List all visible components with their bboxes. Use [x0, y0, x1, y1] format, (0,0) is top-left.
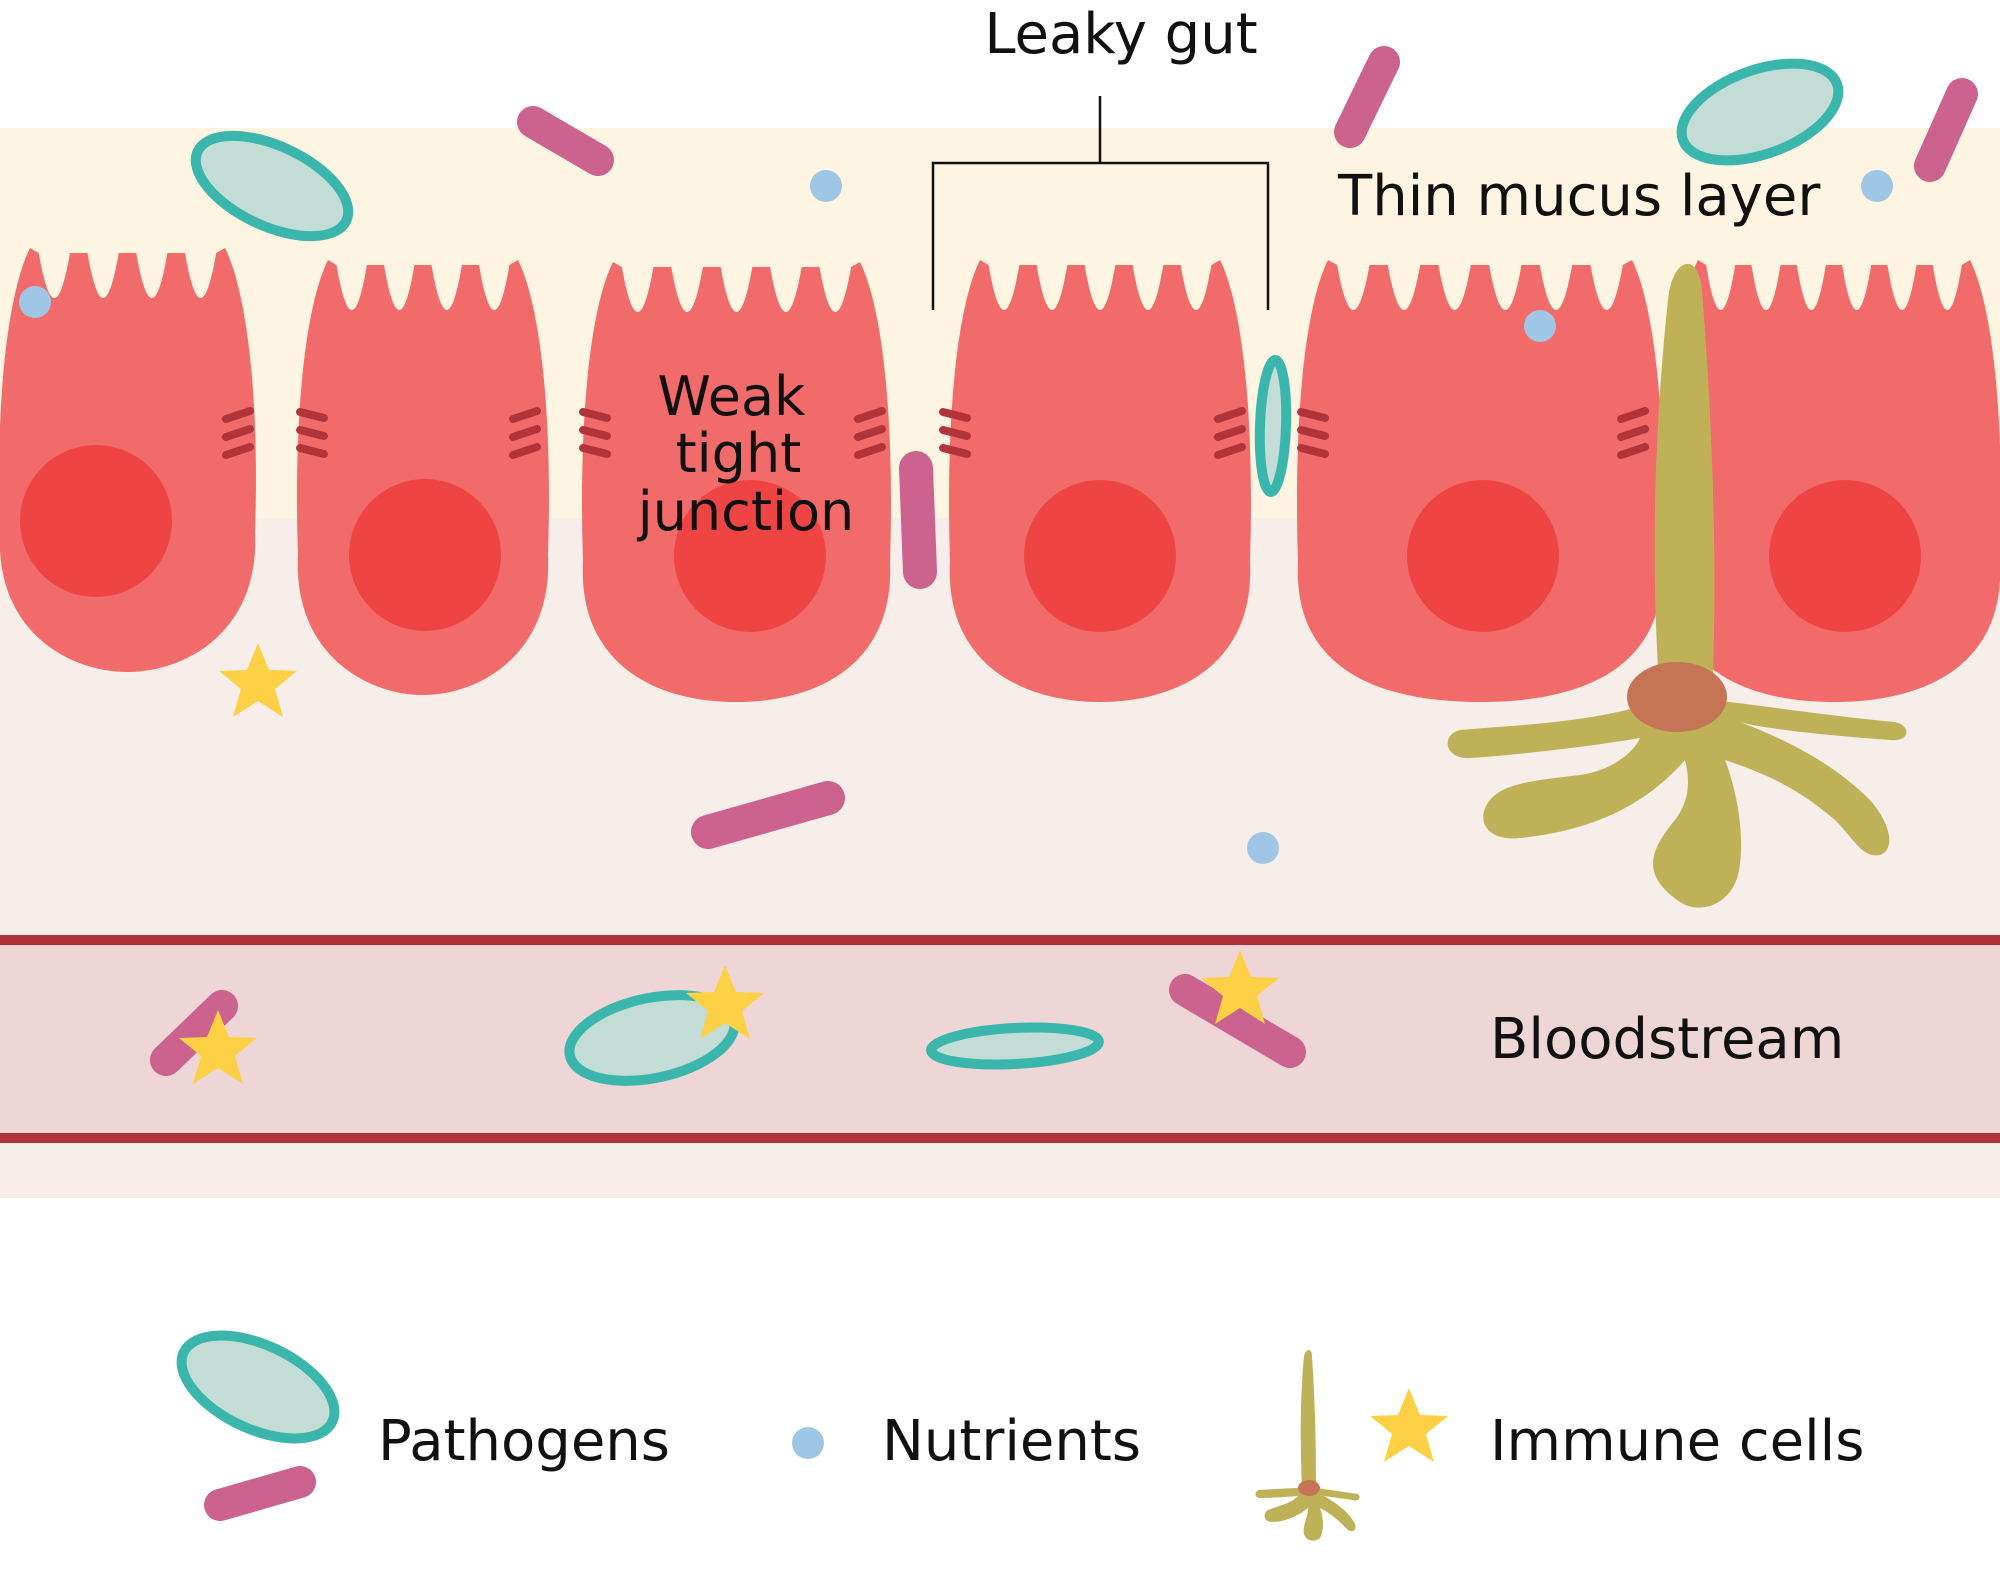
tight-junction-dash: [854, 425, 886, 441]
rod-pathogen: [517, 106, 614, 176]
oval-pathogen: [1676, 58, 1844, 166]
rod-pathogen: [1914, 78, 1978, 182]
label-weak-tight-junction: Weak tight junction: [637, 365, 855, 543]
rod-pathogen: [1334, 46, 1400, 148]
legend-immune-cell-icon: [1255, 1350, 1360, 1541]
tight-junction-dash: [509, 425, 541, 441]
tight-junction-dash: [509, 443, 541, 459]
nutrient-particles: [19, 170, 1893, 864]
rod-pathogen: [691, 781, 845, 849]
rod-pathogen: [899, 451, 937, 589]
immune-cell-nucleus: [1627, 662, 1727, 732]
tight-junction-dash: [854, 443, 886, 459]
tight-junction-dash: [222, 407, 254, 423]
nutrient-particle: [19, 286, 51, 318]
tight-junction-dash: [1617, 407, 1649, 423]
tight-junction-dash: [1214, 407, 1246, 423]
cell-nucleus: [20, 445, 172, 597]
nutrient-particle: [1247, 832, 1279, 864]
legend-oval-pathogen-icon: [176, 1330, 340, 1444]
legend: Pathogens Nutrients Immune cells: [176, 1330, 1864, 1541]
tight-junction-dash: [222, 425, 254, 441]
tight-junction-dash: [939, 444, 971, 458]
tight-junction-dash: [1297, 426, 1329, 440]
leaky-gut-bracket: [931, 96, 1270, 310]
rod-pathogen: [150, 990, 238, 1076]
immune-cell-dendritic: [1447, 263, 1907, 908]
label-bloodstream: Bloodstream: [1490, 1007, 1844, 1072]
cell-nucleus: [1024, 480, 1176, 632]
nutrient-particle: [810, 170, 842, 202]
legend-nutrients-label: Nutrients: [882, 1409, 1141, 1474]
oval-pathogen: [926, 1022, 1104, 1070]
cell-nucleus: [674, 480, 826, 632]
tight-junction-dash: [1617, 425, 1649, 441]
tight-junction-dash: [854, 407, 886, 423]
oval-pathogen: [1254, 355, 1292, 497]
tight-junction-dash: [579, 408, 611, 422]
rod-pathogen: [1169, 974, 1306, 1068]
tight-junction-dash: [1617, 443, 1649, 459]
nutrient-particle: [1861, 170, 1893, 202]
nutrient-particle: [1524, 310, 1556, 342]
legend-immune-cells: Immune cells: [1255, 1350, 1864, 1541]
tight-junction-dash: [1214, 443, 1246, 459]
tight-junction-dash: [296, 408, 328, 422]
label-weak-line3: junction: [637, 480, 855, 543]
tight-junction-dash: [1214, 425, 1246, 441]
legend-nutrients: Nutrients: [792, 1409, 1141, 1474]
label-weak-line2: tight: [675, 422, 801, 485]
cell-nucleus: [1769, 480, 1921, 632]
legend-star-icon: [1370, 1388, 1448, 1462]
legend-immune-cells-label: Immune cells: [1490, 1409, 1864, 1474]
tight-junction-dash: [939, 426, 971, 440]
tight-junction-dash: [579, 444, 611, 458]
legend-nutrient-icon: [792, 1427, 824, 1459]
cell-nucleus: [349, 479, 501, 631]
tight-junction-dash: [222, 443, 254, 459]
legend-pathogens-label: Pathogens: [378, 1409, 670, 1474]
legend-pathogens: Pathogens: [176, 1330, 670, 1521]
tight-junction-dash: [509, 407, 541, 423]
label-weak-line1: Weak: [658, 365, 807, 428]
tight-junction-dash: [579, 426, 611, 440]
tight-junction-dash: [296, 444, 328, 458]
label-leaky-gut: Leaky gut: [984, 2, 1257, 67]
rod-pathogens: [150, 46, 1978, 1076]
tight-junction-dash: [296, 426, 328, 440]
cell-nucleus: [1407, 480, 1559, 632]
tight-junction-dash: [1297, 444, 1329, 458]
tight-junction-dash: [939, 408, 971, 422]
epithelial-cell-layer: [0, 248, 2000, 702]
oval-pathogen: [190, 130, 354, 242]
legend-rod-pathogen-icon: [204, 1466, 316, 1521]
oval-pathogens: [190, 58, 1844, 1086]
label-thin-mucus-layer: Thin mucus layer: [1337, 164, 1821, 229]
tight-junction-dash: [1297, 408, 1329, 422]
